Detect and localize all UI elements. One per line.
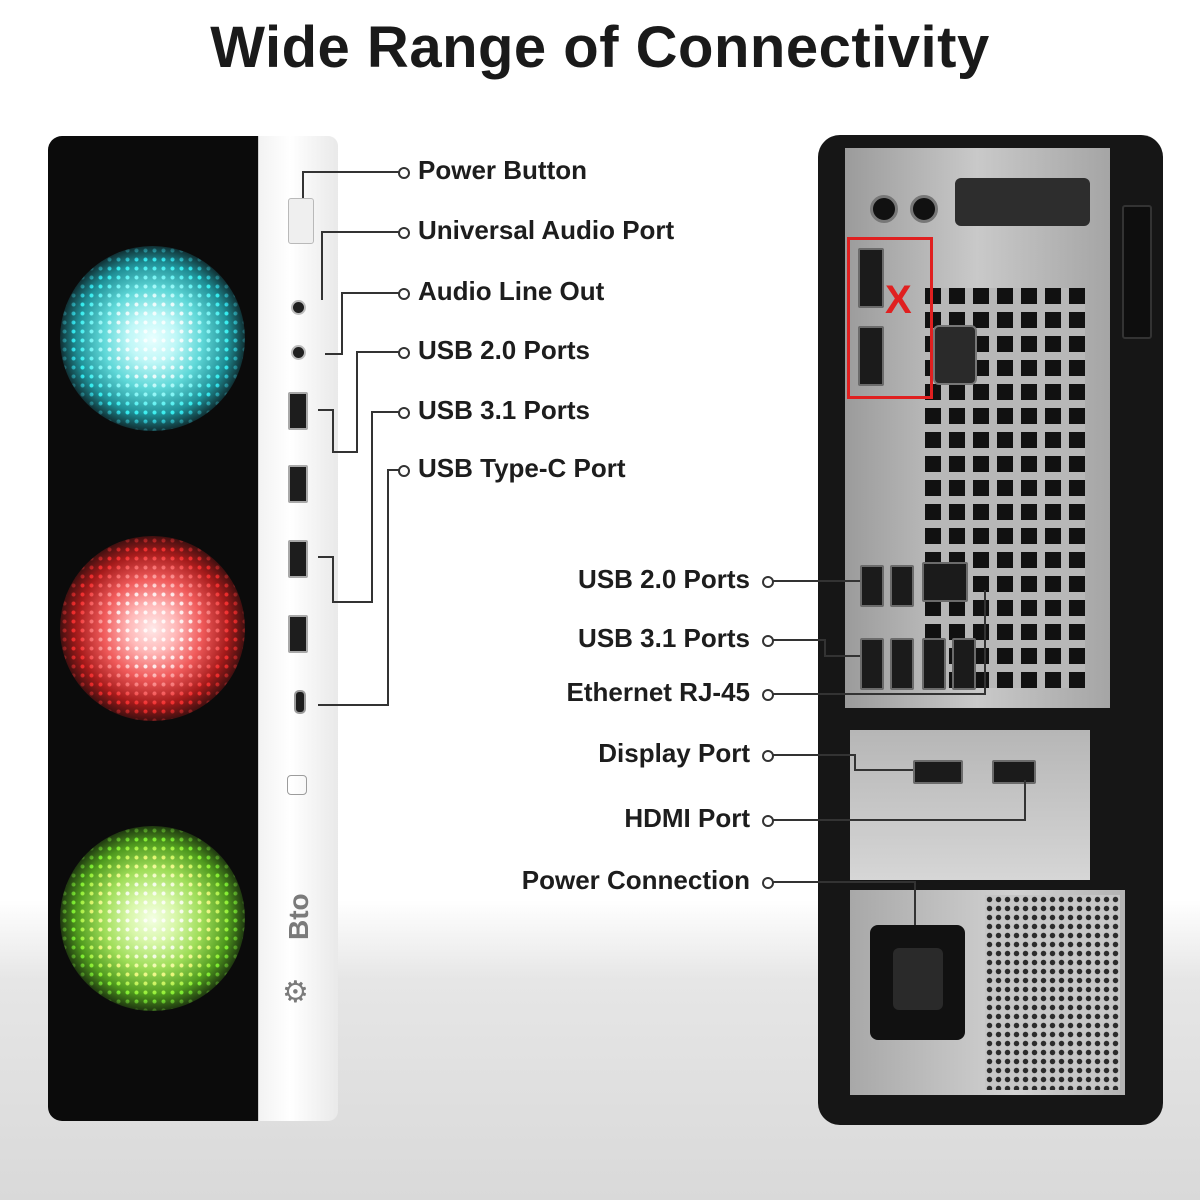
leader-power-button: [302, 171, 402, 198]
front-power-button: [288, 198, 314, 244]
page-title: Wide Range of Connectivity: [210, 15, 990, 80]
callout-dot: [762, 815, 774, 827]
label-usb-20-ports-front: USB 2.0 Ports: [418, 335, 590, 365]
leader-ethernet: [772, 590, 986, 695]
fan-dot-pattern: [60, 246, 245, 431]
leader-power-connection: [772, 881, 916, 925]
rear-expansion-slot: [850, 730, 1090, 880]
rgb-fan-bottom: [60, 826, 245, 1011]
callout-dot: [762, 635, 774, 647]
callout-dot: [398, 167, 410, 179]
brand-gear-icon: ⚙: [282, 976, 309, 1009]
rear-audio-jack: [870, 195, 898, 223]
leader-usb31-front: [318, 411, 402, 603]
label-universal-audio-port: Universal Audio Port: [418, 215, 675, 245]
disabled-ports-highlight: [847, 237, 933, 399]
rear-usb-31-port: [922, 638, 946, 690]
rgb-fan-top: [60, 246, 245, 431]
label-display-port: Display Port: [598, 738, 750, 768]
label-audio-line-out: Audio Line Out: [418, 276, 605, 306]
label-usb-20-ports-back: USB 2.0 Ports: [578, 564, 750, 594]
disabled-mark: X: [885, 278, 912, 322]
rear-usb-20-port: [860, 565, 884, 607]
rear-usb-31-port: [952, 638, 976, 690]
callout-dot: [762, 576, 774, 588]
callout-dot: [398, 465, 410, 477]
rear-displayport-disabled: [858, 248, 884, 308]
callout-dot: [762, 750, 774, 762]
front-usb-port: [288, 392, 308, 430]
label-power-button: Power Button: [418, 155, 587, 185]
front-usb-port: [288, 615, 308, 653]
rear-usb-31-port: [860, 638, 884, 690]
front-audio-jack-line-out: [291, 345, 306, 360]
rear-serial-port: [933, 325, 977, 385]
fan-dot-pattern: [60, 536, 245, 721]
front-card-button: [287, 775, 307, 795]
label-hdmi-port: HDMI Port: [624, 803, 750, 833]
label-usb-31-ports-back: USB 3.1 Ports: [578, 623, 750, 653]
leader-hdmi: [772, 780, 1026, 821]
rear-vent-grid: [925, 288, 1085, 688]
label-usb-type-c-port: USB Type-C Port: [418, 453, 626, 483]
rear-displayport: [913, 760, 963, 784]
rear-usb-20-port: [890, 565, 914, 607]
label-usb-31-ports-front: USB 3.1 Ports: [418, 395, 590, 425]
rear-usb-31-port: [890, 638, 914, 690]
rear-side-handle: [1122, 205, 1152, 339]
psu-power-socket-pins: [893, 948, 943, 1010]
rgb-fan-middle: [60, 536, 245, 721]
rear-ethernet-port: [922, 562, 968, 602]
front-usb-port: [288, 465, 308, 503]
callout-dot: [398, 347, 410, 359]
rear-displayport-disabled: [858, 326, 884, 386]
label-ethernet-rj45: Ethernet RJ-45: [566, 677, 751, 707]
leader-audio-line-out: [325, 292, 402, 355]
leader-usb20-front: [318, 351, 402, 453]
front-usb-c-port: [294, 690, 306, 714]
rear-hdmi-port: [992, 760, 1036, 784]
rear-latch: [955, 178, 1090, 226]
psu-fan-grill: [985, 895, 1120, 1090]
front-audio-jack-universal: [291, 300, 306, 315]
callout-dot: [398, 288, 410, 300]
callout-dot: [398, 407, 410, 419]
callout-dot: [762, 877, 774, 889]
front-usb-port: [288, 540, 308, 578]
callout-dot: [762, 689, 774, 701]
leader-usb-c: [318, 469, 402, 706]
front-panel: [48, 136, 338, 1121]
fan-dot-pattern: [60, 826, 245, 1011]
callout-dot: [398, 227, 410, 239]
label-power-connection: Power Connection: [521, 865, 750, 895]
rear-audio-jack: [910, 195, 938, 223]
leader-universal-audio: [321, 231, 402, 300]
leader-usb31-back: [772, 639, 860, 657]
leader-displayport: [772, 754, 913, 771]
